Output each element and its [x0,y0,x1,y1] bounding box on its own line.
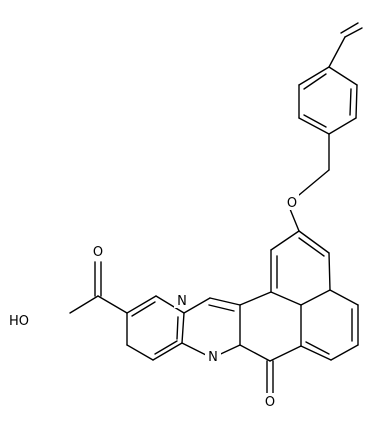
atom-label-o-ether: O [287,196,297,211]
atom-acid-oh: HO [6,312,32,329]
carboxylic-acid [69,261,128,314]
atom-n-bridge: N [205,348,221,365]
atom-acid-o: O [91,243,105,260]
atom-n-imine: N [174,292,190,309]
naphthalene-ring-a [270,230,331,306]
ether-linker [289,133,330,232]
atom-label-acid-oh: HO [9,314,29,329]
atom-label-acid-o: O [93,245,103,260]
atom-label-n-bridge: N [208,350,218,365]
atom-o-ether: O [285,194,299,211]
styrene-ring [298,66,358,135]
benzo-ring [126,295,185,361]
carbonyl-group [266,360,274,396]
atom-o-carbonyl: O [263,393,277,410]
naphthalene-ring-b [300,289,359,361]
lactam-ring [239,291,302,362]
vinyl-group [328,22,363,68]
atom-label-o-carbonyl: O [265,395,275,410]
atom-label-n-imine: N [177,294,187,309]
